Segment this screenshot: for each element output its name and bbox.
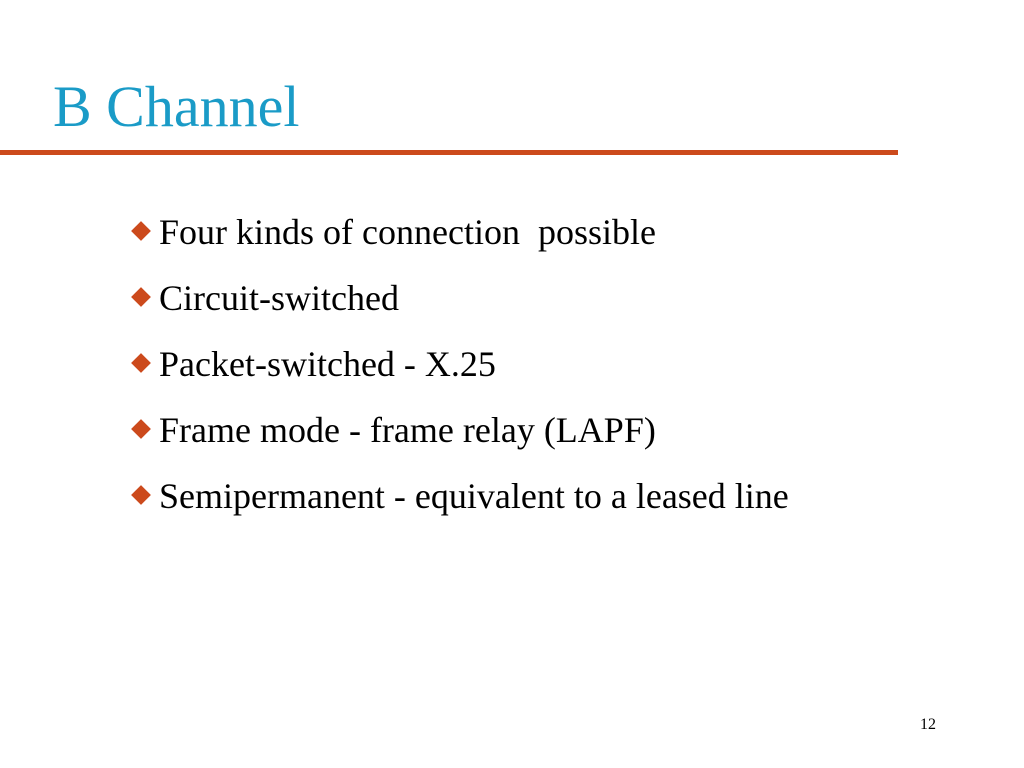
bullet-item: Four kinds of connection possible xyxy=(130,199,789,265)
bullet-text: Four kinds of connection possible xyxy=(159,212,656,252)
diamond-icon xyxy=(130,463,159,529)
page-number: 12 xyxy=(920,716,936,733)
bullet-text: Semipermanent - equivalent to a leased l… xyxy=(159,476,789,516)
bullet-item: Frame mode - frame relay (LAPF) xyxy=(130,397,789,463)
bullet-text: Circuit-switched xyxy=(159,278,399,318)
bullet-text: Frame mode - frame relay (LAPF) xyxy=(159,410,656,450)
diamond-icon xyxy=(130,265,159,331)
slide-title: B Channel xyxy=(53,74,300,139)
bullet-text: Packet-switched - X.25 xyxy=(159,344,496,384)
diamond-icon xyxy=(130,397,159,463)
bullet-item: Circuit-switched xyxy=(130,265,789,331)
diamond-icon xyxy=(130,199,159,265)
bullet-item: Packet-switched - X.25 xyxy=(130,331,789,397)
diamond-icon xyxy=(130,331,159,397)
bullet-list: Four kinds of connection possible Circui… xyxy=(130,199,789,529)
title-underline xyxy=(0,150,898,155)
bullet-item: Semipermanent - equivalent to a leased l… xyxy=(130,463,789,529)
